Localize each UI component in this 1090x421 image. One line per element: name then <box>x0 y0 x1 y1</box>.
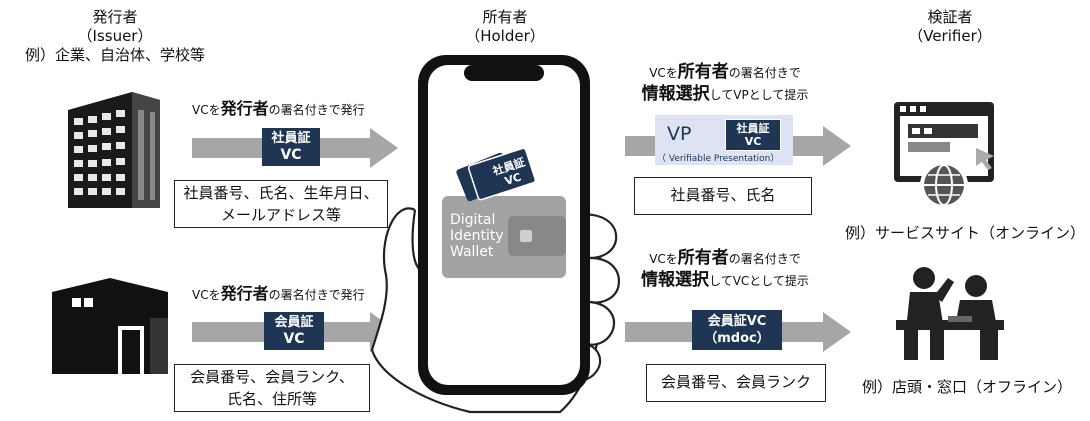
badge-label: 社員証 <box>271 131 311 146</box>
vp-subtitle: （ Verifiable Presentation） <box>657 154 780 164</box>
vp-title: VP <box>667 123 692 145</box>
caption-text: の署名付きで発行 <box>268 288 365 302</box>
info-line: 会員番号、会員ランク、 <box>190 368 354 386</box>
vc-card-stack <box>456 147 537 202</box>
badge-label: 会員証VC <box>707 314 767 329</box>
vp-vc-badge: 社員証 VC <box>725 119 781 151</box>
caption-text: の署名付きで <box>728 66 801 80</box>
caption-text: の署名付きで <box>728 252 801 266</box>
wallet-text: Digital <box>450 212 496 228</box>
verifier-title: 検証者 <box>927 8 973 26</box>
wallet-icon <box>442 196 566 278</box>
badge-label: VC <box>280 147 302 163</box>
employee-vc-badge: 社員証 VC <box>262 128 320 166</box>
present-caption-top: VCを所有者の署名付きで 情報選択してVPとして提示 <box>625 62 825 106</box>
store-building-icon <box>52 278 168 374</box>
caption-text: VCを <box>192 103 221 117</box>
office-building-icon <box>68 92 160 208</box>
caption-emphasis: 発行者 <box>220 284 269 303</box>
issuer-example: 例）企業、自治体、学校等 <box>24 46 205 64</box>
holder-title: 所有者 <box>482 8 528 26</box>
vp-info-box: 社員番号、氏名 <box>634 177 812 215</box>
info-line: メールアドレス等 <box>220 206 341 224</box>
holder-header: 所有者 （Holder） <box>445 8 565 46</box>
wallet-label: Digital Identity Wallet <box>450 212 504 260</box>
info-line: 社員番号、氏名、生年月日、 <box>183 184 379 202</box>
caption-emphasis: 所有者 <box>677 62 729 82</box>
info-line: 氏名、住所等 <box>226 390 317 408</box>
badge-label: 会員証 <box>274 315 314 330</box>
issue-caption-top: VCを発行者の署名付きで発行 <box>192 95 365 119</box>
globe-icon <box>920 161 968 209</box>
caption-emphasis: 情報選択 <box>641 270 710 290</box>
wallet-text: Identity <box>450 228 504 244</box>
badge-label: （mdoc） <box>704 331 770 346</box>
service-counter-icon <box>896 267 1004 360</box>
issuer-subtitle: （Issuer） <box>77 27 153 45</box>
mdoc-info-box: 会員番号、会員ランク <box>646 364 826 402</box>
caption-emphasis: 発行者 <box>220 99 269 118</box>
vp-container: VP （ Verifiable Presentation） 社員証 VC <box>655 115 793 165</box>
issuer-header: 発行者 （Issuer） 例）企業、自治体、学校等 <box>20 8 210 65</box>
verifier-header: 検証者 （Verifier） <box>880 8 1020 46</box>
issue-caption-bottom: VCを発行者の署名付きで発行 <box>192 280 365 304</box>
member-vc-info-box: 会員番号、会員ランク、 氏名、住所等 <box>174 364 370 412</box>
badge-label: 社員証 <box>736 122 770 135</box>
caption-emphasis: 所有者 <box>677 248 729 268</box>
caption-emphasis: 情報選択 <box>641 84 710 104</box>
present-caption-bottom: VCを所有者の署名付きで 情報選択してVCとして提示 <box>625 248 825 292</box>
caption-text: VCを <box>192 288 221 302</box>
caption-text: VCを <box>649 252 678 266</box>
verifier-subtitle: （Verifier） <box>908 27 992 45</box>
employee-vc-info-box: 社員番号、氏名、生年月日、 メールアドレス等 <box>174 180 388 228</box>
mdoc-vc-badge: 会員証VC （mdoc） <box>692 310 782 350</box>
caption-text: してVCとして提示 <box>709 274 809 288</box>
website-window-icon <box>894 102 994 182</box>
caption-text: VCを <box>649 66 678 80</box>
wallet-text: Wallet <box>450 244 494 260</box>
badge-label: VC <box>744 135 762 148</box>
member-vc-badge: 会員証 VC <box>264 312 324 350</box>
caption-text: してVPとして提示 <box>709 88 809 102</box>
badge-label: VC <box>283 331 305 347</box>
verifier-example-offline: 例）店頭・窓口（オフライン） <box>862 378 1073 396</box>
verifier-example-online: 例）サービスサイト（オンライン） <box>845 224 1086 242</box>
holder-subtitle: （Holder） <box>465 27 545 45</box>
issuer-title: 発行者 <box>92 8 138 26</box>
caption-text: の署名付きで発行 <box>268 103 365 117</box>
